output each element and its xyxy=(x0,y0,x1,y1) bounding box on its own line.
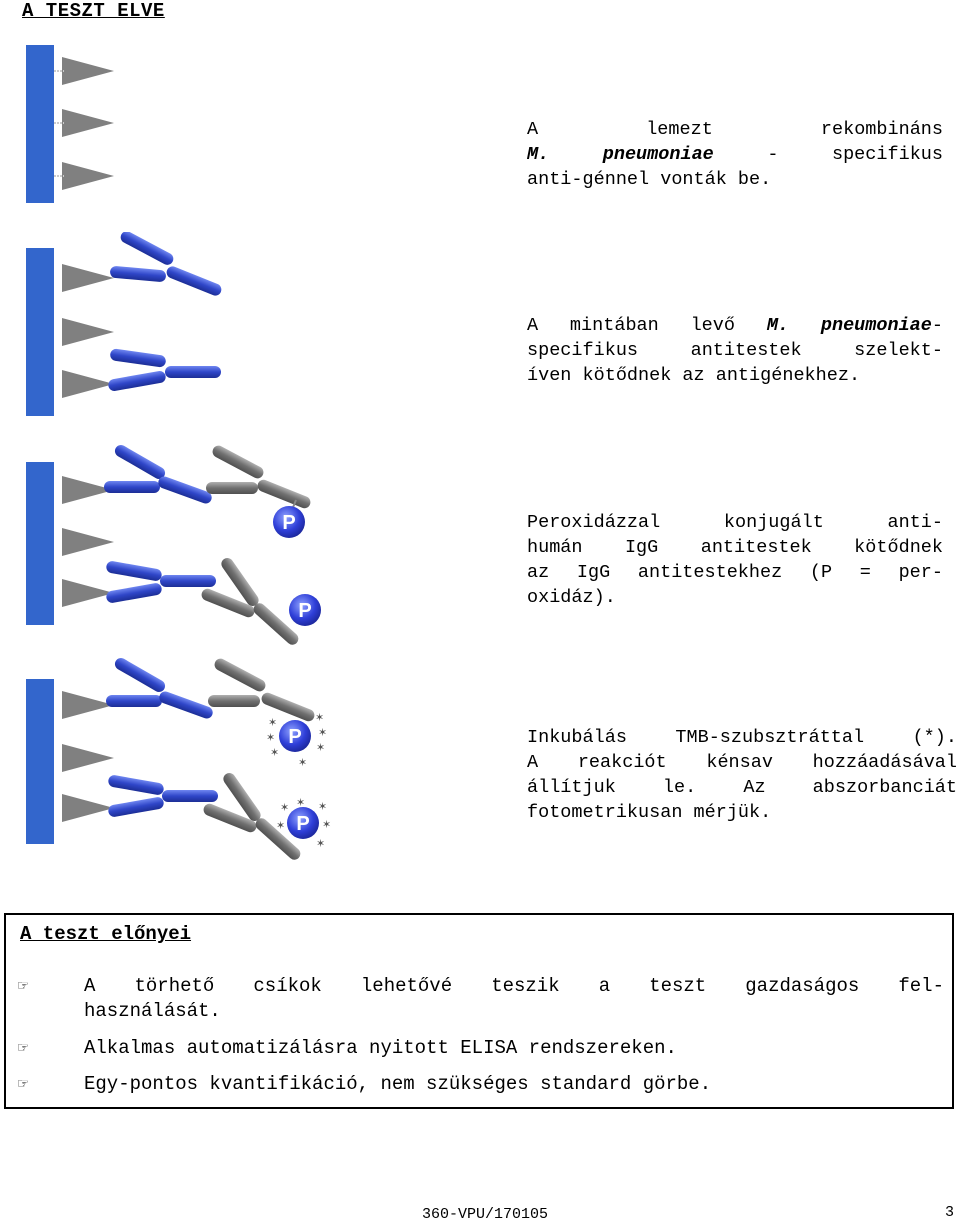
advantage-item: Egy-pontos kvantifikáció, nem szükséges … xyxy=(84,1073,712,1095)
svg-text:✶: ✶ xyxy=(296,796,305,809)
svg-text:✶: ✶ xyxy=(316,837,325,850)
svg-text:✶: ✶ xyxy=(318,726,327,739)
antigen xyxy=(62,691,114,719)
conjugate-antibody xyxy=(203,772,301,860)
conjugate-antibody xyxy=(206,445,311,511)
tmb-substrate-stars: ✶ ✶ ✶ ✶ ✶ ✶ xyxy=(276,796,331,850)
step1-description: A lemezt rekombináns M. pneumoniae - spe… xyxy=(527,119,944,190)
peroxidase-enzyme: P xyxy=(273,506,305,538)
advantages-title: A teszt előnyei xyxy=(20,923,192,945)
patient-antibody xyxy=(108,775,218,817)
step4-description: Inkubálás TMB-szubsztráttal (*). A reakc… xyxy=(527,727,957,823)
antigen xyxy=(54,109,114,137)
svg-text:P: P xyxy=(288,726,301,748)
svg-text:P: P xyxy=(282,512,295,534)
conjugate-antibody xyxy=(208,658,315,722)
svg-text:✶: ✶ xyxy=(276,819,285,832)
peroxidase-enzyme: P xyxy=(287,807,319,839)
patient-antibody xyxy=(104,445,212,504)
patient-antibody xyxy=(108,348,221,391)
antigen xyxy=(62,370,114,398)
antigen xyxy=(62,476,114,504)
pointing-hand-icon: ☞ xyxy=(18,978,29,997)
plate-surface xyxy=(26,462,54,625)
svg-text:✶: ✶ xyxy=(322,818,331,831)
svg-text:P: P xyxy=(296,813,309,835)
antigen xyxy=(54,57,114,85)
svg-text:✶: ✶ xyxy=(280,801,289,814)
document-code: 360-VPU/170105 xyxy=(422,1206,549,1223)
svg-text:✶: ✶ xyxy=(266,731,275,744)
plate-surface xyxy=(26,45,54,203)
step2-diagram xyxy=(26,232,222,416)
svg-text:✶: ✶ xyxy=(268,716,277,729)
svg-text:✶: ✶ xyxy=(318,800,327,813)
antigen xyxy=(62,744,114,772)
advantage-item: Alkalmas automatizálásra nyitott ELISA r… xyxy=(84,1037,677,1059)
svg-text:✶: ✶ xyxy=(298,756,307,769)
antigen xyxy=(62,264,114,292)
conjugate-antibody xyxy=(201,557,299,645)
antigen xyxy=(62,528,114,556)
peroxidase-enzyme: P xyxy=(289,594,321,626)
pointing-hand-icon: ☞ xyxy=(18,1040,29,1059)
patient-antibody xyxy=(106,561,216,603)
step4-diagram: P ✶ ✶ ✶ ✶ ✶ ✶ ✶ P ✶ ✶ ✶ ✶ ✶ ✶ xyxy=(26,658,331,860)
peroxidase-enzyme: P xyxy=(279,720,311,752)
patient-antibody xyxy=(106,658,213,719)
antigen xyxy=(54,162,114,190)
svg-text:✶: ✶ xyxy=(270,746,279,759)
antigen xyxy=(62,794,114,822)
svg-text:✶: ✶ xyxy=(315,711,324,724)
advantage-item: A törhető csíkok lehetővé teszik a teszt… xyxy=(84,975,944,1022)
plate-surface xyxy=(26,679,54,844)
plate-surface xyxy=(26,248,54,416)
antigen xyxy=(62,318,114,346)
step1-diagram xyxy=(26,45,114,203)
svg-text:✶: ✶ xyxy=(316,741,325,754)
patient-antibody xyxy=(110,232,222,296)
page-heading: A TESZT ELVE xyxy=(22,0,165,22)
antigen xyxy=(62,579,114,607)
page-number: 3 xyxy=(945,1204,955,1221)
step3-description: Peroxidázzal konjugált anti- humán IgG a… xyxy=(527,512,943,608)
step2-description: A mintában levő M. pneumoniae- specifiku… xyxy=(527,315,943,386)
step3-diagram: P P xyxy=(26,445,321,645)
svg-text:P: P xyxy=(298,600,311,622)
tmb-substrate-stars: ✶ ✶ ✶ ✶ ✶ ✶ ✶ xyxy=(266,711,327,769)
pointing-hand-icon: ☞ xyxy=(18,1076,29,1095)
advantages-box: A teszt előnyei ☞ A törhető csíkok lehet… xyxy=(4,913,954,1109)
